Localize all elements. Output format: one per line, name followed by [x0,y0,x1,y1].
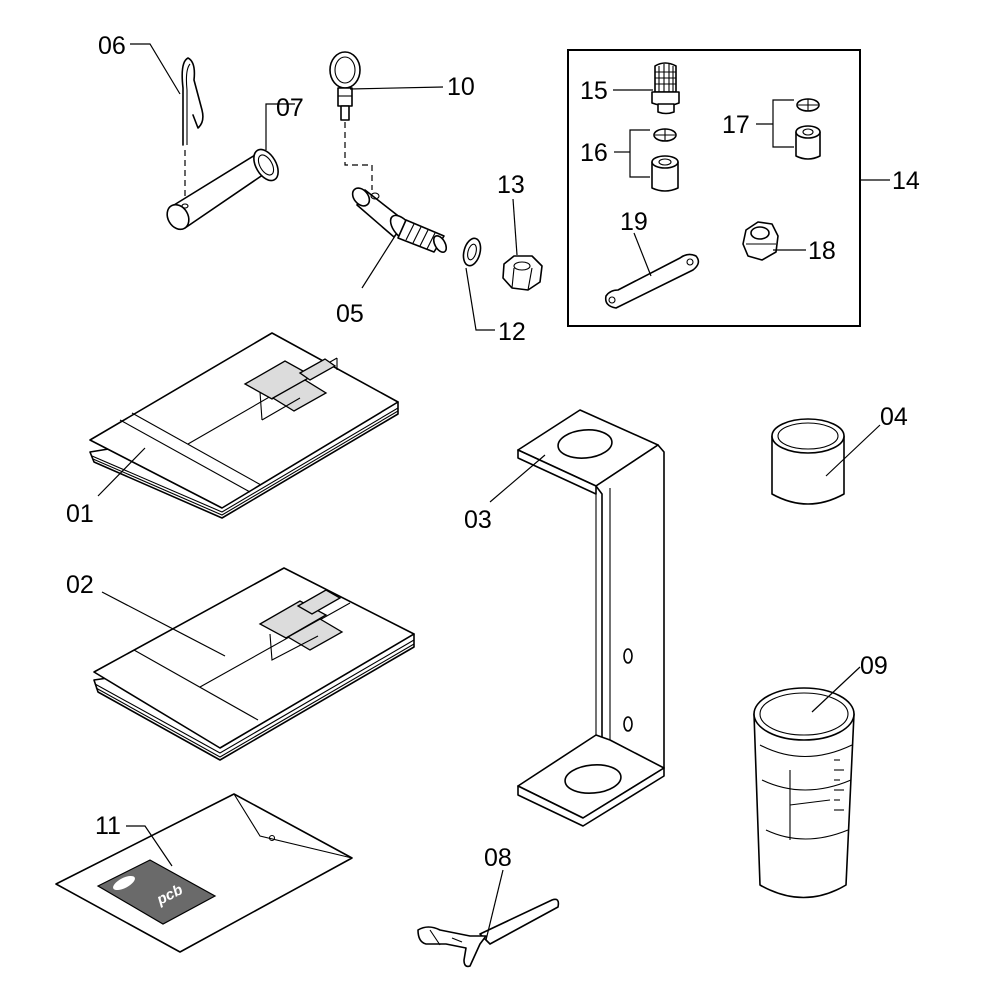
part-02-manual: 02 [66,567,415,761]
part-11-envelope: pcb 11 [55,793,353,953]
kit-box-14: 14 [567,49,920,327]
label-08: 08 [484,844,512,872]
part-09-measuring-cup: 09 [753,652,888,899]
part-17-filter-bushing: 17 [722,98,821,160]
pcb-logo: pcb [96,859,217,925]
part-12-washer: 12 [462,237,526,346]
label-12: 12 [498,318,526,346]
part-13-hex-nut: 13 [497,171,543,291]
part-05-threaded-stud: 05 [336,187,448,328]
part-16-filter-bushing: 16 [580,128,679,192]
label-07: 07 [276,94,304,122]
label-18: 18 [808,237,836,265]
label-09: 09 [860,652,888,680]
part-06-r-clip: 06 [98,32,204,205]
label-15: 15 [580,77,608,105]
part-15-knurled-nozzle: 15 [580,62,680,115]
label-16: 16 [580,139,608,167]
label-13: 13 [497,171,525,199]
part-01-manual: 01 [66,332,399,528]
label-02: 02 [66,571,94,599]
part-18-hex-nut: 18 [742,221,836,265]
label-01: 01 [66,500,94,528]
label-19: 19 [620,208,648,236]
label-06: 06 [98,32,126,60]
part-08-spanner-wrench: 08 [417,844,560,968]
label-17: 17 [722,111,750,139]
label-03: 03 [464,506,492,534]
label-11: 11 [95,812,121,840]
part-19-flat-key: 19 [604,208,700,309]
label-10: 10 [447,73,475,101]
part-03-bracket: 03 [464,409,665,827]
part-04-sleeve: 04 [771,403,908,505]
part-07-clevis-pin: 07 [166,94,304,231]
label-05: 05 [336,300,364,328]
label-04: 04 [880,403,908,431]
part-10-quick-release-pin: 10 [329,51,475,190]
label-14: 14 [892,167,920,195]
